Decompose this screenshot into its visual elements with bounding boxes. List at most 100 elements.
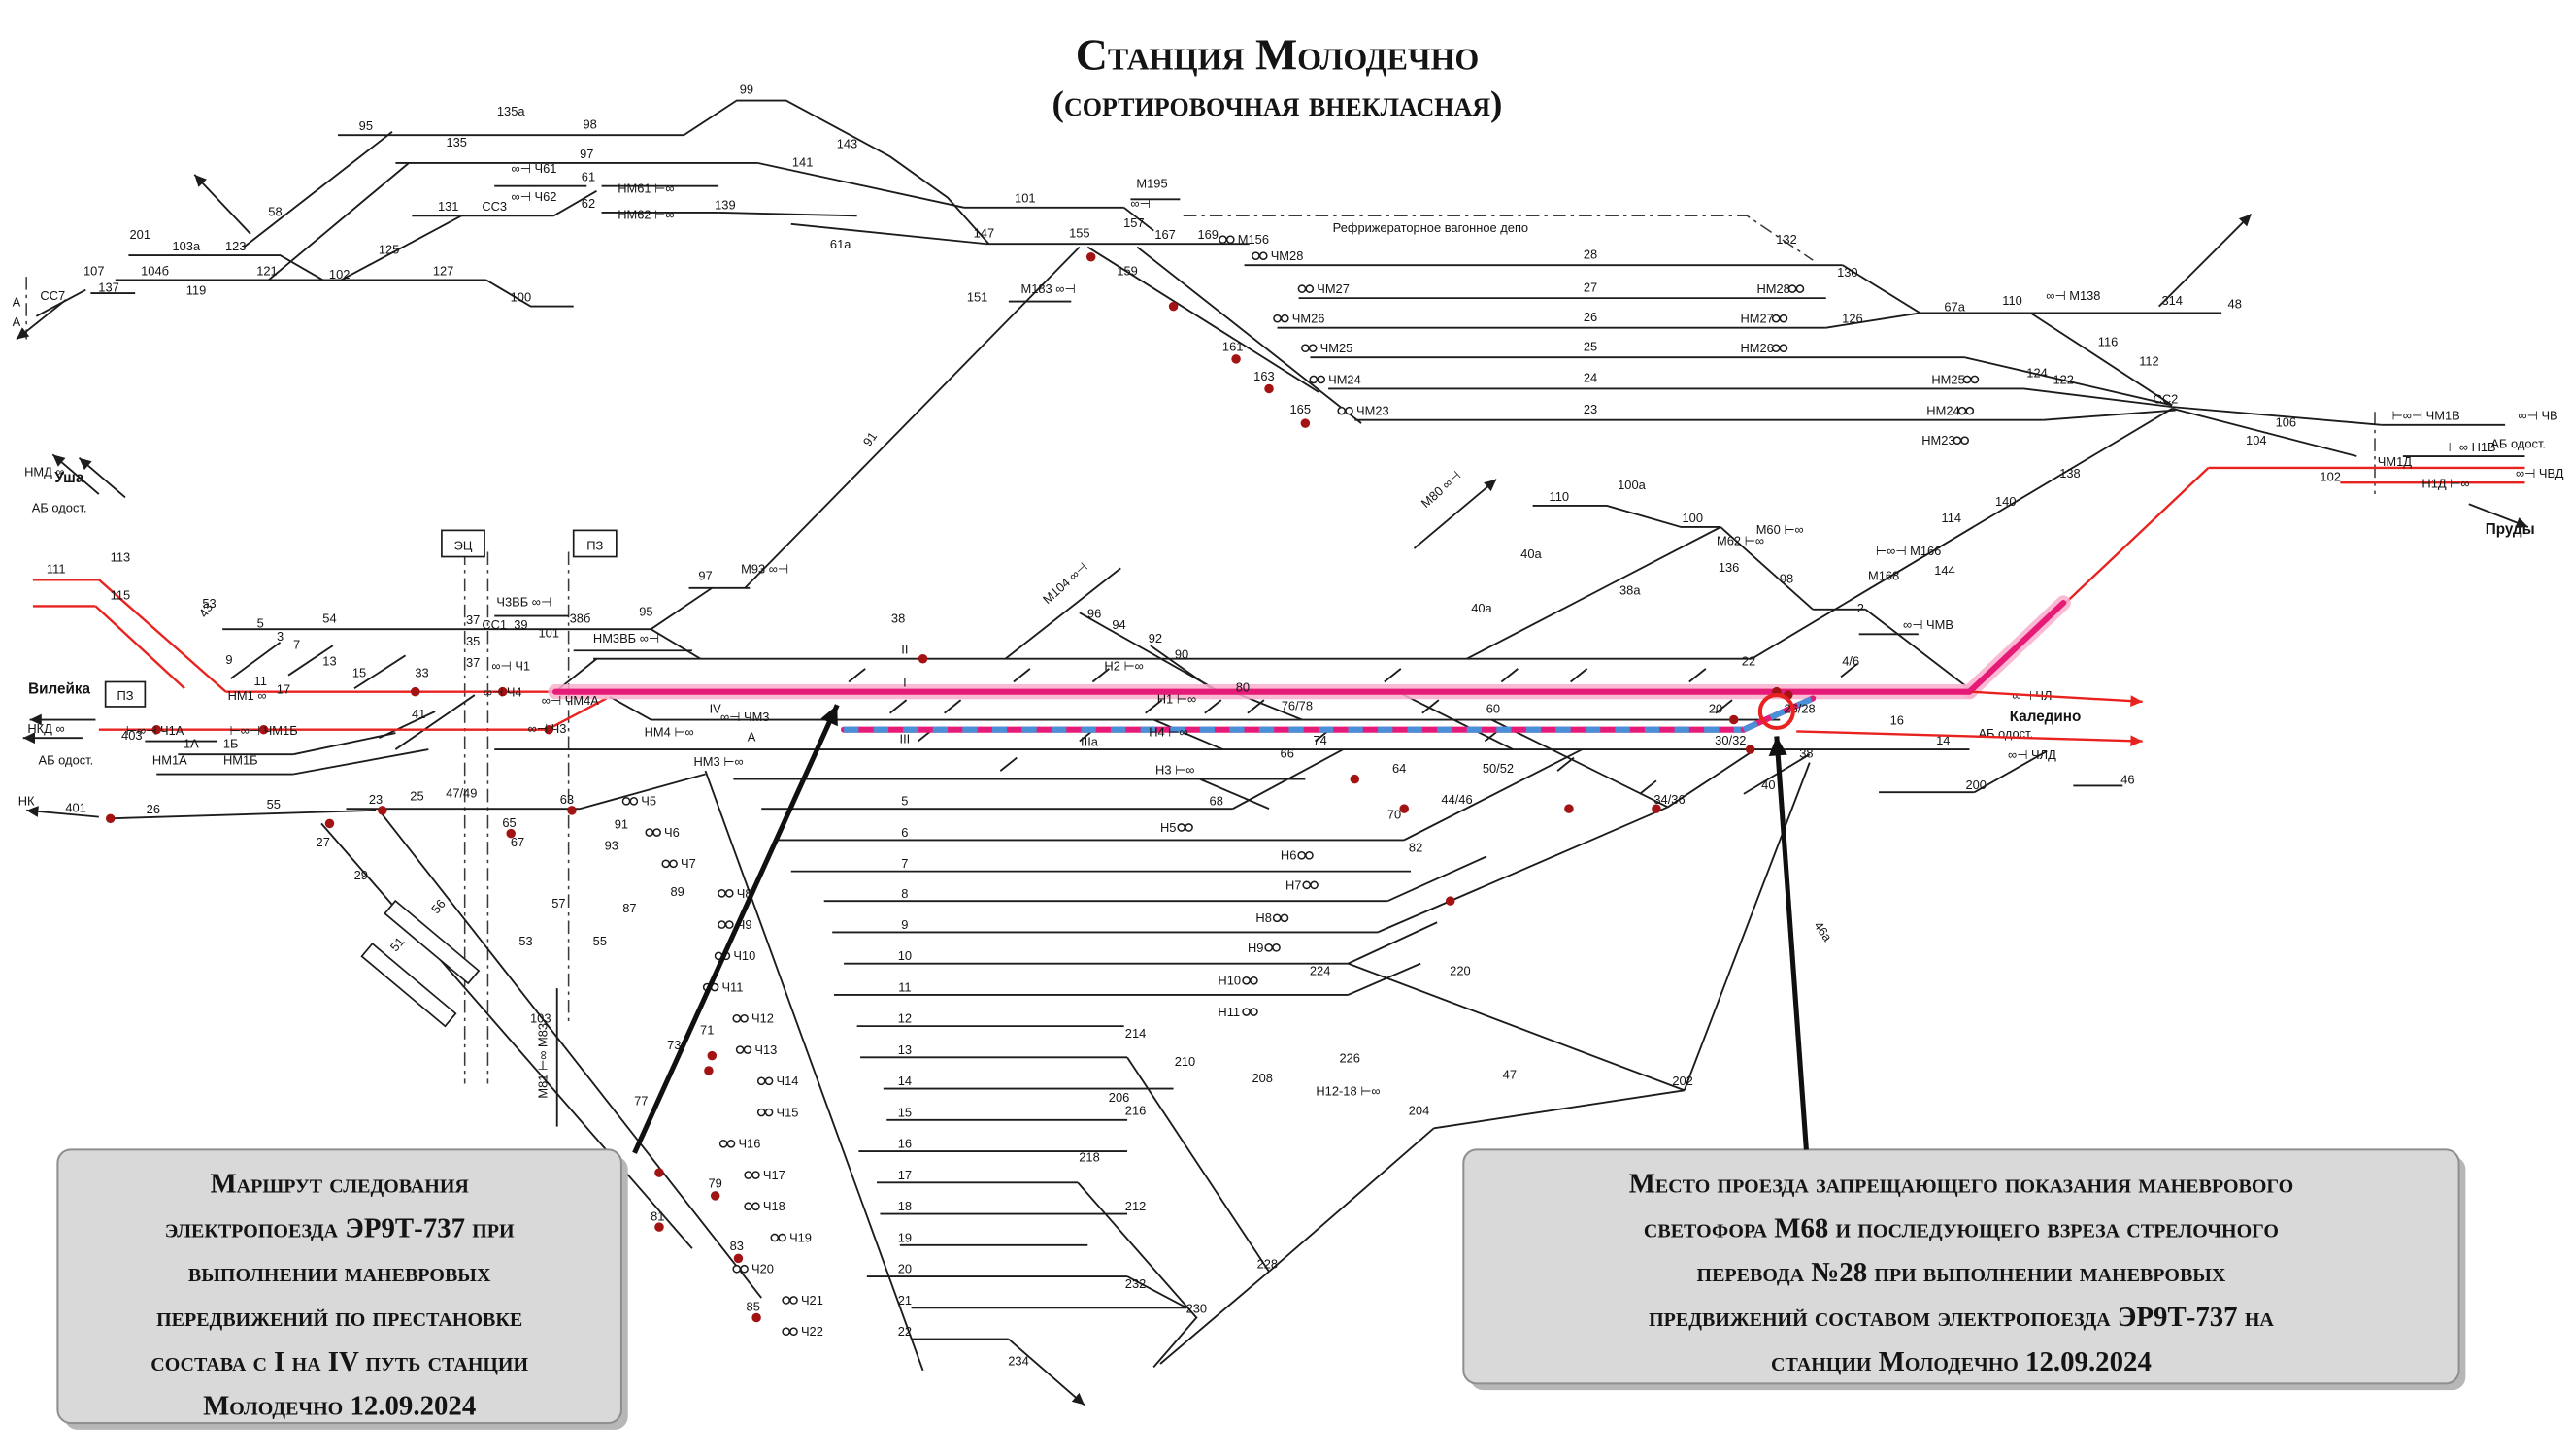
switch-tick bbox=[1500, 668, 1519, 683]
track-segment bbox=[379, 711, 436, 740]
diagram-label: 137 bbox=[98, 280, 118, 294]
signal-icon bbox=[1272, 943, 1281, 952]
switch-dot bbox=[733, 1253, 744, 1264]
diagram-label: 98 bbox=[1780, 572, 1793, 586]
diagram-label: 157 bbox=[1123, 215, 1144, 230]
switch-dot bbox=[544, 724, 553, 735]
signal-icon bbox=[1308, 344, 1318, 353]
track-segment bbox=[243, 131, 393, 248]
diagram-label: 106 bbox=[2276, 414, 2296, 429]
diagram-label: А bbox=[13, 314, 21, 329]
diagram-label: 82 bbox=[1409, 840, 1422, 854]
exit-arrow bbox=[1796, 730, 2143, 743]
diagram-label: 53 bbox=[518, 934, 532, 948]
diagram-label: М168 bbox=[1868, 568, 1899, 582]
diagram-label: 124 bbox=[2026, 366, 2047, 381]
diagram-label: IV bbox=[710, 702, 722, 716]
diagram-label: 40 bbox=[1761, 778, 1775, 792]
diagram-label: 61а bbox=[830, 237, 851, 251]
diagram-label: 16 bbox=[1890, 713, 1904, 728]
boundary-segment bbox=[1183, 215, 1814, 261]
switch-tick bbox=[1688, 668, 1707, 683]
switch-dot bbox=[151, 724, 162, 735]
diagram-label: 103а bbox=[172, 239, 200, 253]
diagram-label: ∞⊣ ЧЛД bbox=[2008, 747, 2056, 762]
diagram-label: 79 bbox=[709, 1175, 722, 1190]
callout-right-text-line: светофора М68 и последующего взреза стре… bbox=[1644, 1212, 2279, 1243]
diagram-label: 401 bbox=[65, 801, 85, 815]
signal-icon bbox=[661, 859, 671, 869]
signal-icon bbox=[744, 1202, 752, 1211]
diagram-label: 33 bbox=[415, 665, 428, 679]
switch-dot bbox=[1264, 383, 1274, 394]
track-segment bbox=[340, 215, 462, 281]
switch-dot bbox=[654, 1222, 664, 1232]
track-segment bbox=[757, 162, 965, 209]
track-segment bbox=[1136, 246, 1362, 424]
switch-ticks bbox=[848, 663, 1858, 795]
switch-dot bbox=[1231, 354, 1241, 364]
track-segment bbox=[1825, 312, 1920, 329]
diagram-label: 1Б bbox=[223, 736, 239, 750]
signal-icon bbox=[1965, 406, 1975, 415]
diagram-label: 110 bbox=[1550, 489, 1570, 504]
switch-tick bbox=[1570, 668, 1588, 683]
track-segment bbox=[320, 822, 693, 1249]
arrow-head bbox=[16, 327, 30, 340]
signal-label: НМ26 bbox=[1740, 341, 1773, 355]
diagram-label: 5 bbox=[257, 615, 264, 630]
diagram-label: А bbox=[13, 295, 21, 310]
diagram-label: 30/32 bbox=[1715, 733, 1746, 747]
diagram-label: 99 bbox=[740, 83, 753, 97]
diagram-label: 135а bbox=[497, 104, 525, 118]
diagram-label: 138 bbox=[2059, 466, 2080, 480]
switch-dots bbox=[105, 251, 1793, 1323]
diagram-label: 7 bbox=[901, 856, 908, 871]
switch-dot bbox=[506, 828, 516, 839]
signal-icon bbox=[1957, 406, 1967, 415]
signal-label: Ч12 bbox=[751, 1011, 774, 1026]
diagram-label: НМ61 ⊢∞ bbox=[618, 182, 674, 196]
diagram-label: 143 bbox=[837, 137, 857, 151]
diagram-label: М183 ∞⊣ bbox=[1020, 281, 1075, 296]
diagram-label: 65 bbox=[502, 815, 516, 830]
diagram-label: 25 bbox=[410, 789, 423, 804]
diagram-label: ∞⊣ bbox=[1130, 196, 1150, 211]
diagram-label: М195 bbox=[1136, 176, 1167, 190]
diagram-label: 163 bbox=[1253, 369, 1274, 383]
signal-icon bbox=[1242, 976, 1251, 985]
switch-dot bbox=[710, 1191, 720, 1201]
diagram-label: ∞⊣ Ч62 bbox=[512, 189, 557, 204]
switch-dot bbox=[258, 724, 269, 735]
signal-icon bbox=[724, 889, 734, 898]
route-core bbox=[1966, 599, 2067, 695]
diagram-label: 11 bbox=[254, 674, 267, 688]
diagram-label: 96 bbox=[1087, 606, 1101, 620]
diagram-label: 144 bbox=[1934, 563, 1954, 578]
diagram-label: 139 bbox=[715, 197, 735, 212]
arrow-head bbox=[26, 806, 39, 817]
diagram-label: 66 bbox=[1281, 746, 1294, 761]
signal-icon bbox=[1317, 375, 1325, 384]
diagram-label: 131 bbox=[438, 199, 458, 214]
signal-icon bbox=[652, 828, 661, 837]
diagram-label: 47/49 bbox=[446, 785, 477, 800]
diagram-label: 214 bbox=[1125, 1026, 1146, 1041]
diagram-label: 15 bbox=[352, 665, 366, 679]
diagram-label: 403 bbox=[121, 728, 142, 743]
signal-label: ЧМ25 bbox=[1320, 341, 1353, 355]
diagram-label: 114 bbox=[1941, 511, 1961, 525]
switch-dot bbox=[497, 686, 508, 697]
arrow-head bbox=[2130, 735, 2143, 747]
diagram-label: 6 bbox=[901, 825, 908, 840]
diagram-label: 102 bbox=[2320, 469, 2340, 483]
track-segment bbox=[109, 809, 377, 820]
signal-icon bbox=[740, 1264, 749, 1274]
signal-icon bbox=[732, 1264, 742, 1274]
callout-left-text-line: электропоезда ЭР9Т-737 при bbox=[165, 1212, 515, 1243]
callout-left-text-line: передвижений по престановке bbox=[156, 1302, 522, 1333]
track-segment bbox=[2171, 407, 2357, 457]
signal-icon bbox=[751, 1171, 760, 1179]
post-box-label: ПЗ bbox=[586, 539, 603, 553]
